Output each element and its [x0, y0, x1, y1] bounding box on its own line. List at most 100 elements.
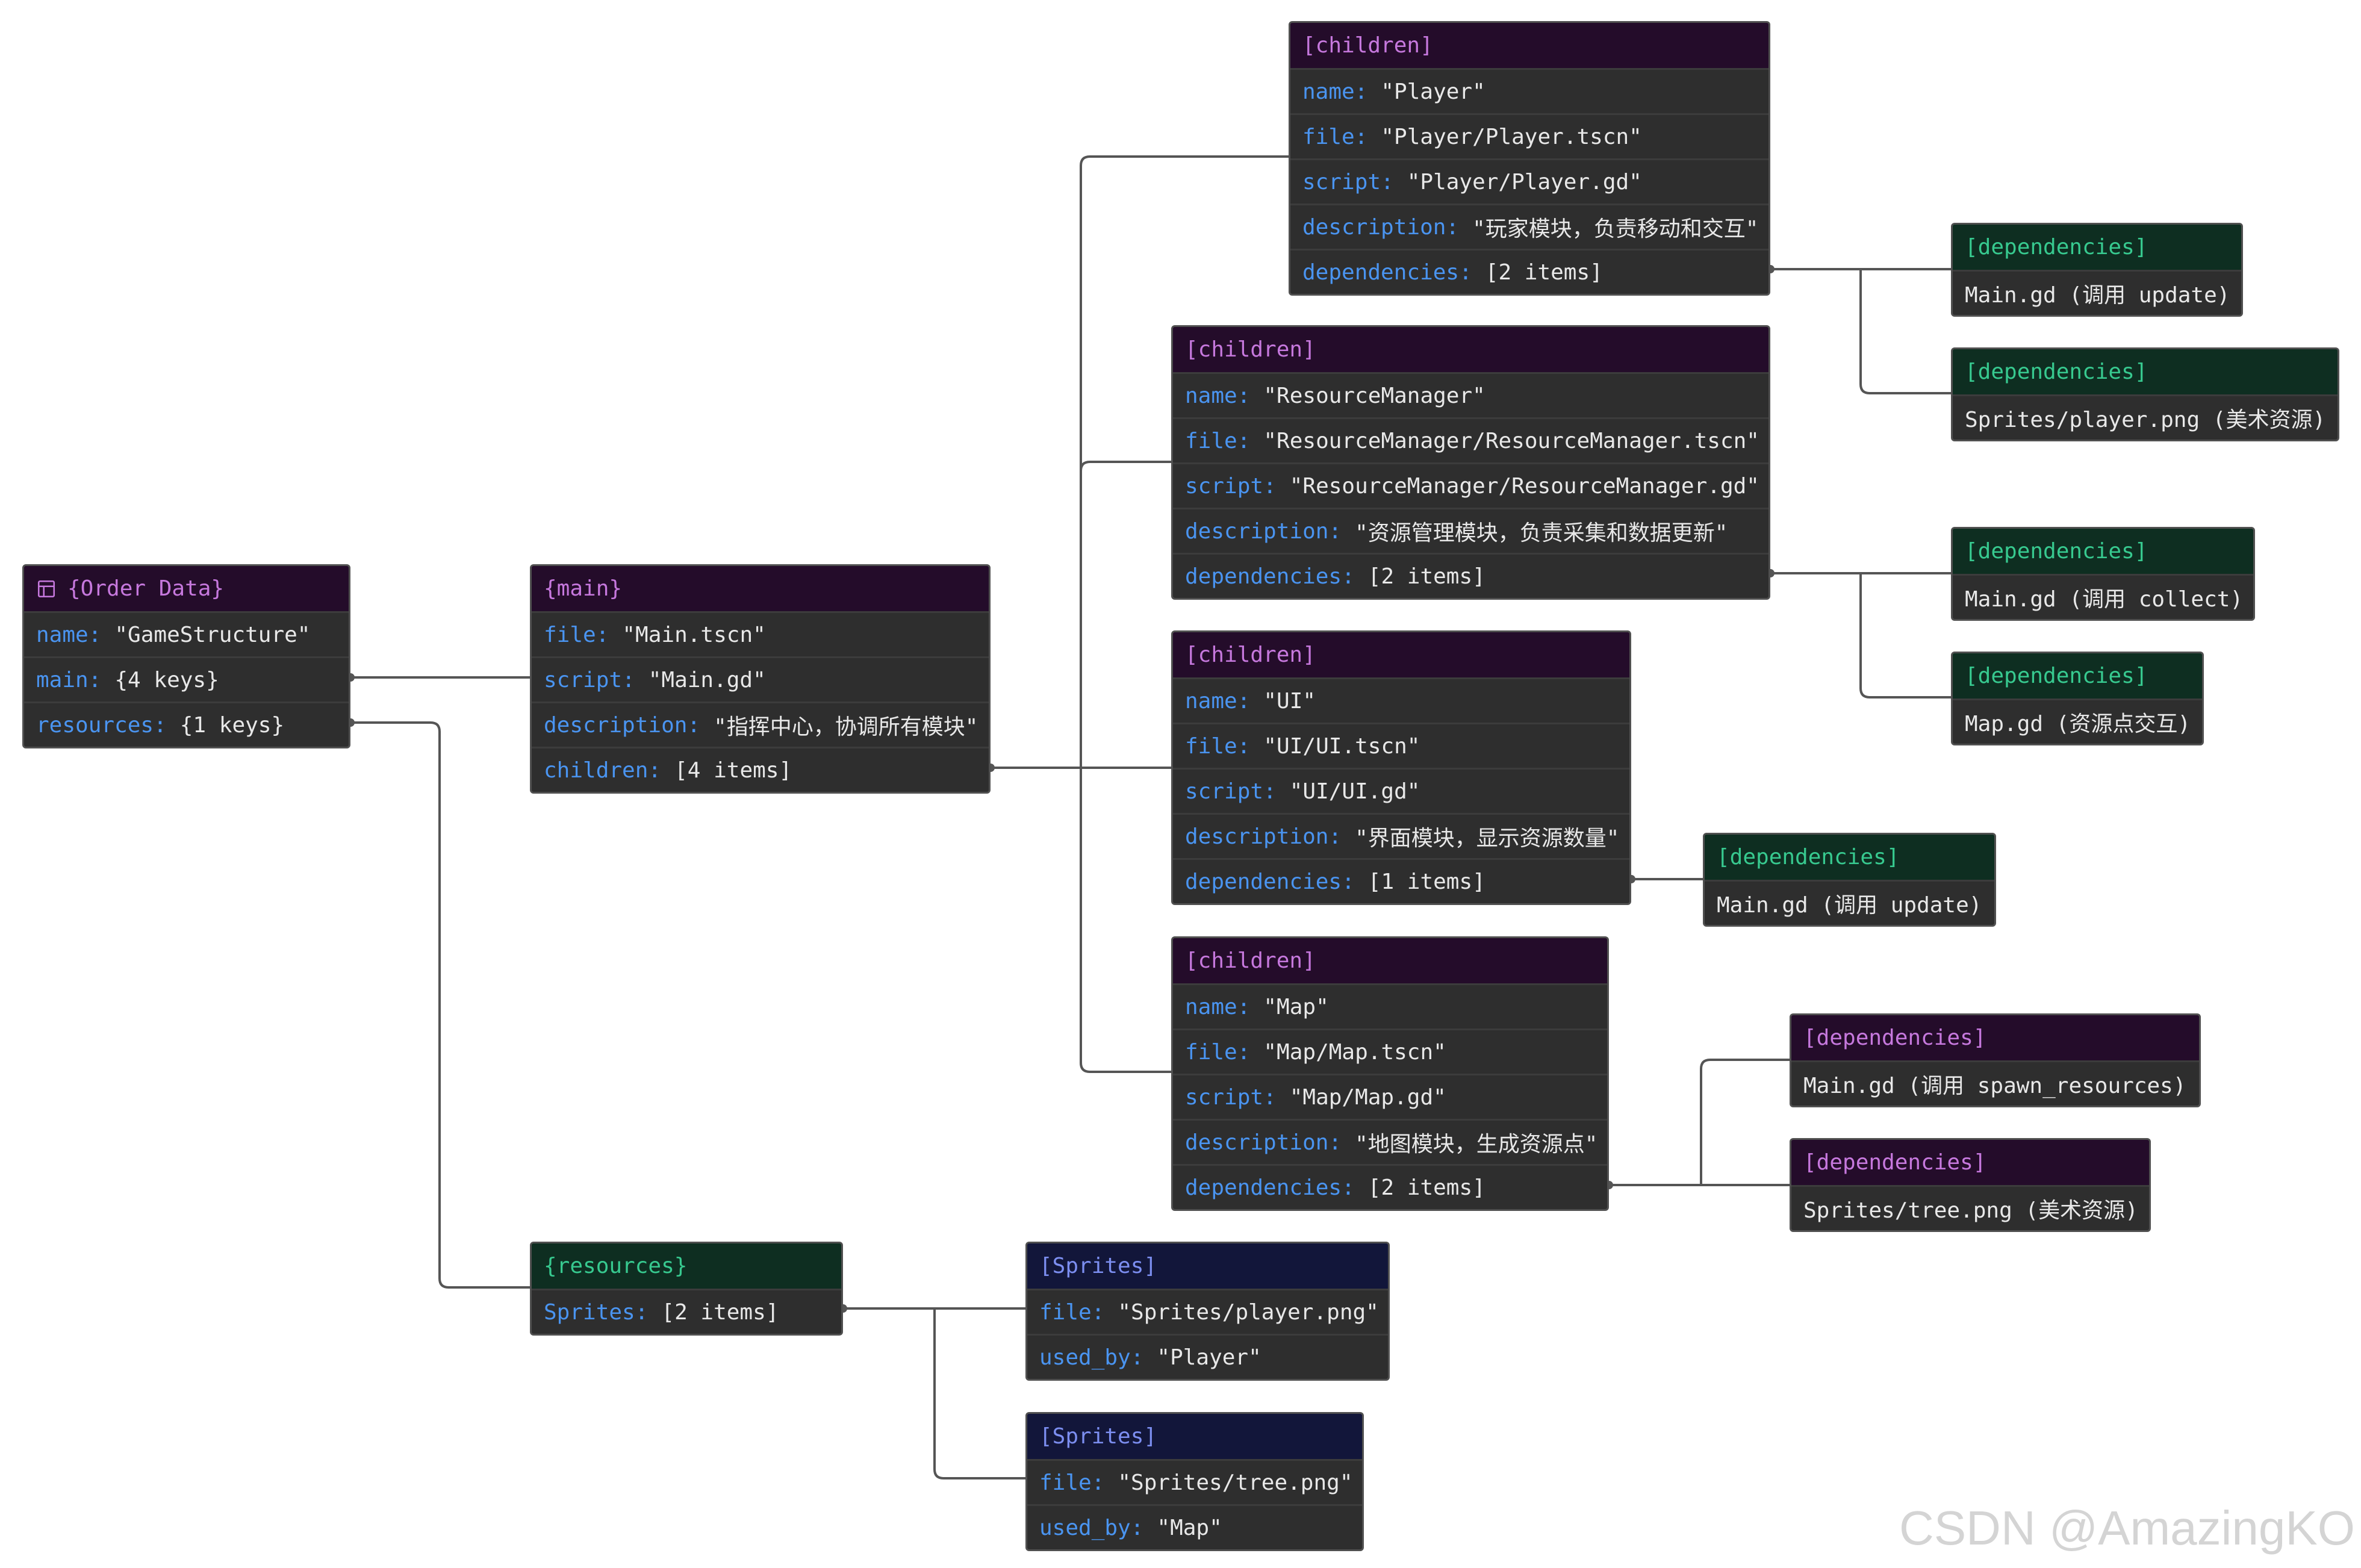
watermark: CSDN @AmazingKO: [1899, 1501, 2355, 1555]
field-row[interactable]: main:{4 keys}: [24, 656, 349, 702]
field-row[interactable]: description:"玩家模块，负责移动和交互": [1290, 204, 1768, 249]
field-row[interactable]: dependencies: [2 items]: [1290, 249, 1768, 294]
field-key: name:: [36, 622, 102, 647]
node-main[interactable]: {main} file:"Main.tscn" script:"Main.gd"…: [530, 564, 991, 794]
field-value: "Sprites/tree.png": [1118, 1470, 1353, 1495]
field-row[interactable]: name: "GameStructure": [24, 611, 349, 656]
field-key: dependencies:: [1185, 1175, 1355, 1200]
field-value: Map.gd (资源点交互): [1965, 712, 2191, 736]
edge-main-map: [1080, 768, 1171, 1073]
field-value: [2 items]: [661, 1299, 779, 1325]
node-order-data[interactable]: {Order Data} name:"GameStructure" main:{…: [22, 564, 350, 748]
field-row[interactable]: script:"UI/UI.gd": [1173, 768, 1629, 813]
node-title: [children]: [1290, 23, 1768, 68]
field-value: "Map": [1157, 1515, 1222, 1540]
node-child-ui[interactable]: [children] name:"UI" file:"UI/UI.tscn" s…: [1171, 630, 1631, 905]
node-title: {resources}: [532, 1243, 841, 1289]
node-resources[interactable]: {resources} Sprites:[2 items]: [530, 1242, 843, 1336]
field-row[interactable]: Main.gd (调用 update): [1705, 880, 1994, 925]
edge-player-dep2: [1859, 269, 1951, 394]
field-row[interactable]: dependencies:[1 items]: [1173, 858, 1629, 903]
field-value: [2 items]: [1367, 564, 1485, 589]
field-row[interactable]: dependencies:[2 items]: [1173, 1164, 1607, 1209]
node-sprite-player[interactable]: [Sprites] file:"Sprites/player.png" used…: [1025, 1242, 1390, 1381]
field-value: "Main.tscn": [622, 622, 766, 647]
node-title: {main}: [532, 566, 989, 611]
field-value: "Player": [1157, 1345, 1261, 1370]
edge-resources-sprite2: [933, 1308, 1025, 1479]
field-row[interactable]: description: "指挥中心，协调所有模块": [532, 702, 989, 747]
field-key: file:: [1185, 733, 1251, 759]
node-title: [Sprites]: [1027, 1414, 1362, 1459]
field-row[interactable]: Main.gd (调用 update): [1953, 270, 2241, 315]
node-dep-resmgr-main[interactable]: [dependencies] Main.gd (调用 collect): [1951, 527, 2255, 621]
field-key: name:: [1302, 79, 1368, 104]
field-value: {1 keys}: [179, 712, 285, 738]
field-row[interactable]: file:"Sprites/tree.png": [1027, 1459, 1362, 1504]
field-row[interactable]: name:"Map": [1173, 983, 1607, 1028]
field-value: "界面模块，显示资源数量": [1355, 826, 1620, 851]
field-row[interactable]: file:"Map/Map.tscn": [1173, 1028, 1607, 1074]
field-value: "指挥中心，协调所有模块": [714, 715, 978, 739]
node-title: [dependencies]: [1953, 653, 2202, 698]
field-row[interactable]: Sprites/player.png (美术资源): [1953, 394, 2338, 440]
field-row[interactable]: Main.gd (调用 spawn_resources): [1791, 1060, 2199, 1106]
field-value: "UI": [1263, 688, 1316, 714]
node-child-player[interactable]: [children] name:"Player" file:"Player/Pl…: [1289, 21, 1770, 296]
field-key: name:: [1185, 994, 1251, 1019]
node-dep-ui-main[interactable]: [dependencies] Main.gd (调用 update): [1703, 833, 1996, 927]
edge-main-resmgr: [1080, 461, 1171, 768]
edge-main-player: [1080, 155, 1289, 768]
field-row[interactable]: description:"资源管理模块，负责采集和数据更新": [1173, 508, 1768, 553]
field-row[interactable]: name: "UI": [1173, 677, 1629, 723]
field-value: [2 items]: [1485, 260, 1603, 285]
field-key: children:: [544, 758, 662, 783]
field-key: dependencies:: [1302, 260, 1472, 285]
field-row[interactable]: script:"Map/Map.gd": [1173, 1074, 1607, 1119]
field-row[interactable]: script:"Player/Player.gd": [1290, 158, 1768, 204]
field-value: [1 items]: [1367, 869, 1485, 894]
field-row[interactable]: description:"界面模块，显示资源数量": [1173, 813, 1629, 858]
field-row[interactable]: name:"Player": [1290, 68, 1768, 113]
node-dep-player-sprite[interactable]: [dependencies] Sprites/player.png (美术资源): [1951, 347, 2339, 441]
field-row[interactable]: resources:{1 keys}: [24, 702, 349, 747]
node-sprite-tree[interactable]: [Sprites] file:"Sprites/tree.png" used_b…: [1025, 1412, 1364, 1551]
field-value: "GameStructure": [114, 622, 311, 647]
field-row[interactable]: Sprites:[2 items]: [532, 1289, 841, 1334]
field-key: description:: [544, 712, 701, 738]
field-row[interactable]: dependencies:[2 items]: [1173, 553, 1768, 598]
field-value: "地图模块，生成资源点": [1355, 1132, 1598, 1157]
field-row[interactable]: Map.gd (资源点交互): [1953, 698, 2202, 744]
field-row[interactable]: file:"ResourceManager/ResourceManager.ts…: [1173, 417, 1768, 462]
node-title: [dependencies]: [1953, 529, 2253, 574]
field-row[interactable]: children:[4 items]: [532, 747, 989, 792]
field-row[interactable]: file:"Main.tscn": [532, 611, 989, 656]
field-value: "Player/Player.tscn": [1381, 124, 1642, 149]
field-row[interactable]: used_by:"Player": [1027, 1334, 1388, 1379]
field-value: Main.gd (调用 update): [1717, 893, 1982, 918]
node-child-resourcemanager[interactable]: [children] name:"ResourceManager" file:"…: [1171, 325, 1770, 600]
field-value: "UI/UI.gd": [1289, 779, 1420, 804]
field-row[interactable]: file:"Player/Player.tscn": [1290, 113, 1768, 158]
node-dep-player-main[interactable]: [dependencies] Main.gd (调用 update): [1951, 223, 2243, 317]
field-row[interactable]: Sprites/tree.png (美术资源): [1791, 1185, 2149, 1230]
field-key: name:: [1185, 688, 1251, 714]
node-dep-map-sprite[interactable]: [dependencies] Sprites/tree.png (美术资源): [1790, 1138, 2151, 1232]
field-row[interactable]: Main.gd (调用 collect): [1953, 574, 2253, 619]
field-value: Main.gd (调用 collect): [1965, 587, 2244, 612]
node-dep-resmgr-map[interactable]: [dependencies] Map.gd (资源点交互): [1951, 652, 2204, 745]
field-row[interactable]: file:"UI/UI.tscn": [1173, 723, 1629, 768]
field-row[interactable]: name:"ResourceManager": [1173, 372, 1768, 417]
node-child-map[interactable]: [children] name:"Map" file:"Map/Map.tscn…: [1171, 936, 1609, 1211]
field-row[interactable]: script:"ResourceManager/ResourceManager.…: [1173, 462, 1768, 508]
field-value: "ResourceManager": [1263, 383, 1485, 408]
node-dep-map-main[interactable]: [dependencies] Main.gd (调用 spawn_resourc…: [1790, 1013, 2201, 1107]
field-value: {4 keys}: [114, 667, 219, 692]
field-row[interactable]: description:"地图模块，生成资源点": [1173, 1119, 1607, 1164]
field-row[interactable]: used_by:"Map": [1027, 1504, 1362, 1549]
field-row[interactable]: script:"Main.gd": [532, 656, 989, 702]
field-key: script:: [1302, 169, 1394, 194]
field-row[interactable]: file:"Sprites/player.png": [1027, 1289, 1388, 1334]
node-title: [children]: [1173, 327, 1768, 372]
